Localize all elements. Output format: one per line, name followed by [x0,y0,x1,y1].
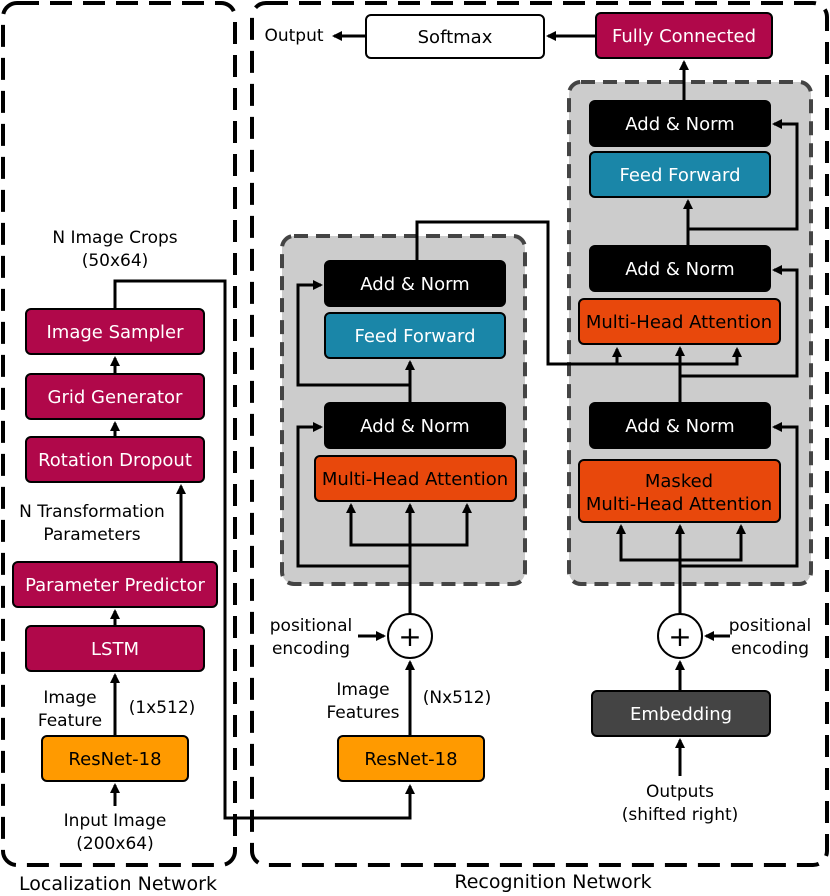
masked-mha-block: Masked Multi-Head Attention [578,459,781,523]
dec-add-norm-2-label: Add & Norm [625,259,734,280]
dec-positional-label-2: encoding [731,639,809,659]
decoder-arrows [332,31,799,776]
fully-connected-block: Fully Connected [595,12,773,59]
softmax-label: Softmax [418,27,493,48]
dec-add-norm-2-block: Add & Norm [589,245,771,292]
enc-feed-forward-block: Feed Forward [324,312,506,359]
enc-mha-block: Multi-Head Attention [314,455,517,502]
input-image-size-label: (200x64) [76,834,153,854]
output-label: Output [264,26,323,46]
masked-mha-label-2: Multi-Head Attention [586,494,772,515]
enc-mha-label: Multi-Head Attention [322,469,508,490]
enc-add-norm-1-label: Add & Norm [360,416,469,437]
enc-add-norm-2-label: Add & Norm [360,274,469,295]
enc-plus-symbol: + [398,620,421,653]
image-features-label-1: Image [336,680,389,700]
image-features-dim-label: (Nx512) [423,688,492,708]
rotation-dropout-label: Rotation Dropout [38,450,192,471]
embedding-block: Embedding [591,690,771,737]
dec-add-norm-1-block: Add & Norm [589,402,771,449]
loc-resnet-label: ResNet-18 [68,749,161,770]
outputs-label-1: Outputs [646,782,714,802]
softmax-block: Softmax [365,14,545,59]
transformation-params-label-2: Parameters [43,525,140,545]
image-feature-label-2: Feature [38,711,102,731]
parameter-predictor-label: Parameter Predictor [25,575,205,596]
enc-resnet-label: ResNet-18 [364,749,457,770]
image-feature-label-1: Image [43,688,96,708]
localization-network-label: Localization Network [19,873,217,895]
image-crops-label-1: N Image Crops [52,228,177,248]
lstm-label: LSTM [91,639,139,660]
localization-network-region [1,1,237,867]
dec-add-norm-1-label: Add & Norm [625,416,734,437]
enc-add-norm-2-block: Add & Norm [324,260,506,307]
localization-arrows [110,279,415,820]
outputs-label-2: (shifted right) [622,805,739,825]
enc-positional-label-1: positional [270,616,352,636]
loc-resnet-block: ResNet-18 [41,735,189,782]
recognition-network-region [250,1,829,867]
image-sampler-block: Image Sampler [25,308,205,355]
enc-add-norm-1-block: Add & Norm [324,402,506,449]
encoder-arrows [296,220,742,736]
recognition-network-label: Recognition Network [454,871,651,893]
dec-plus-symbol: + [668,620,691,653]
enc-positional-label-2: encoding [272,639,350,659]
image-features-label-2: Features [326,703,399,723]
lstm-block: LSTM [25,625,205,672]
dec-mha-block: Multi-Head Attention [578,298,781,345]
rotation-dropout-block: Rotation Dropout [25,436,205,483]
dec-add-norm-3-block: Add & Norm [589,100,771,147]
transformation-params-label-1: N Transformation [19,502,165,522]
grid-generator-block: Grid Generator [25,373,205,420]
enc-add-circle: + [387,613,433,659]
dec-mha-label: Multi-Head Attention [586,312,772,333]
fully-connected-label: Fully Connected [612,26,756,47]
dec-feed-forward-block: Feed Forward [589,151,771,198]
image-sampler-label: Image Sampler [47,322,185,343]
masked-mha-label-1: Masked [645,471,713,492]
parameter-predictor-block: Parameter Predictor [12,561,218,608]
image-feature-dim-label: (1x512) [129,698,196,718]
input-image-label: Input Image [64,811,167,831]
embedding-label: Embedding [630,704,732,725]
dec-feed-forward-label: Feed Forward [619,165,740,186]
dec-add-circle: + [657,613,703,659]
image-crops-label-2: (50x64) [82,251,149,271]
enc-feed-forward-label: Feed Forward [354,326,475,347]
dec-add-norm-3-label: Add & Norm [625,114,734,135]
dec-positional-label-1: positional [729,616,811,636]
grid-generator-label: Grid Generator [48,387,184,408]
enc-resnet-block: ResNet-18 [337,735,485,782]
